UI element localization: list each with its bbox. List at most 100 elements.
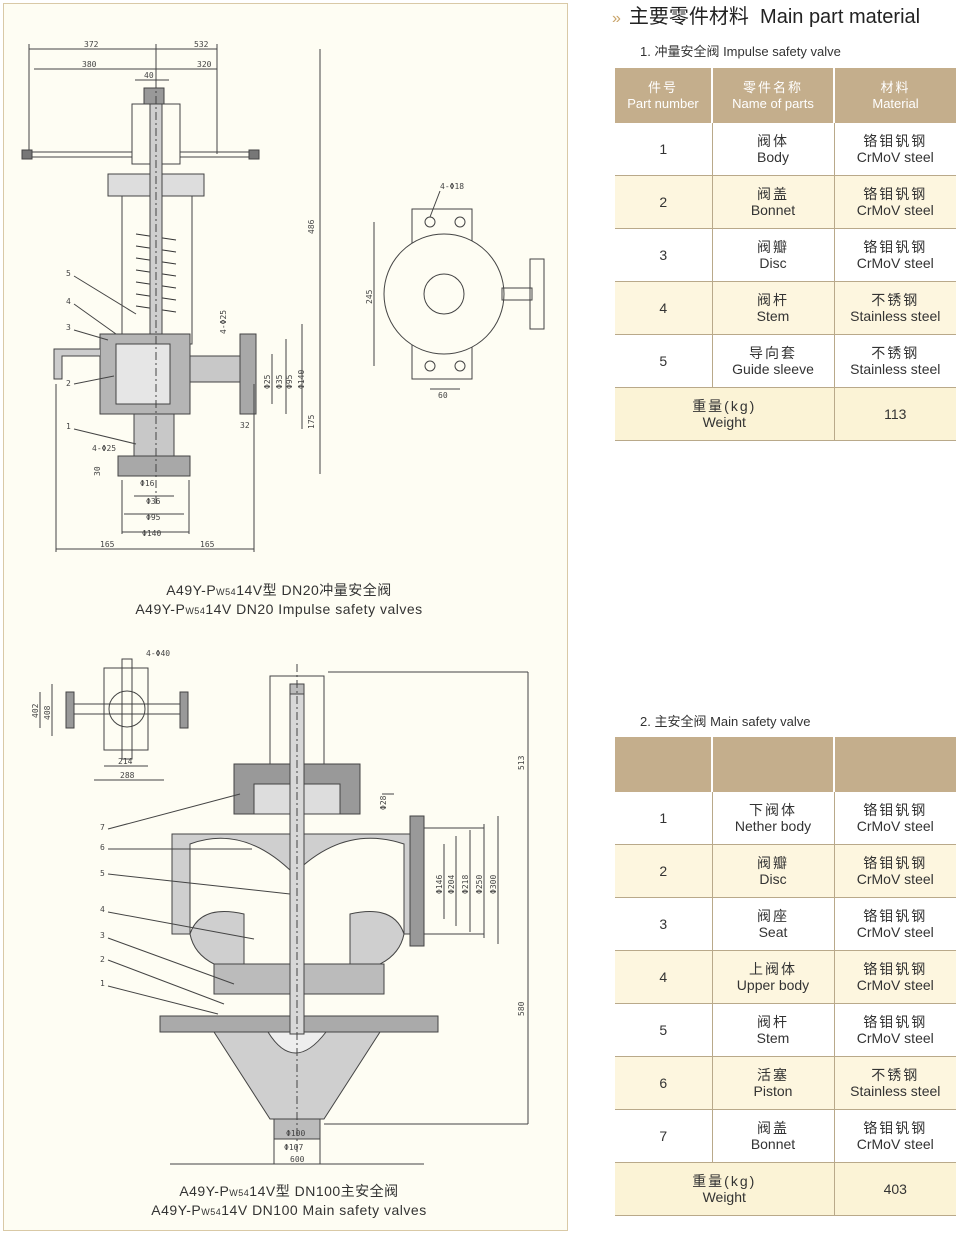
dim-486: 486 [307,219,316,234]
part-label-5: 5 [100,869,105,878]
dim-288: 288 [120,771,135,780]
part-label-2: 2 [100,955,105,964]
dim-phi100: Φ100 [286,1129,305,1138]
dim-532: 532 [194,40,209,49]
dim-372: 372 [84,40,99,49]
part-number-cell: 3 [615,228,713,282]
dim-380: 380 [82,60,97,69]
caption-impulse-valve: A49Y-PW5414V型 DN20冲量安全阀 A49Y-PW5414V DN2… [99,582,459,620]
dim-phi146: Φ146 [435,875,444,894]
impulse-subtitle: 1. 冲量安全阀 Impulse safety valve [640,44,841,59]
dim-402: 402 [31,703,40,718]
part-label-3: 3 [66,323,71,332]
part-label-7: 7 [100,823,105,832]
part-label-5: 5 [66,269,71,278]
caption-main-valve: A49Y-PW5414V型 DN100主安全阀 A49Y-PW5414V DN1… [99,1183,479,1221]
part-label-2: 2 [66,379,71,388]
dim-phi250: Φ250 [475,875,484,894]
dim-phi28: Φ28 [379,795,388,810]
dim-165-b: 165 [200,540,215,549]
part-label-4: 4 [100,905,105,914]
dim-phi16: Φ16 [140,479,155,488]
weight-label: 重量(kg)Weight [615,1162,835,1216]
dim-30: 30 [93,466,102,476]
caption-impulse-zh: A49Y-PW5414V型 DN20冲量安全阀 [166,582,392,598]
part-number-cell: 1 [615,792,713,845]
dim-600: 600 [290,1155,305,1164]
part-label-6: 6 [100,843,105,852]
part-number-cell: 5 [615,334,713,388]
dim-513: 513 [517,755,526,770]
part-number-cell: 4 [615,950,713,1004]
part-number-cell: 2 [615,175,713,229]
dim-320: 320 [197,60,212,69]
weight-row: 重量(kg)Weight 113 [615,387,956,441]
part-number-cell: 1 [615,123,713,176]
part-number-cell: 5 [615,1003,713,1057]
dim-165-a: 165 [100,540,115,549]
weight-label: 重量(kg)Weight [615,387,835,441]
double-chevron-icon: » [612,10,621,27]
weight-value: 113 [834,387,956,441]
dim-580: 580 [517,1001,526,1016]
dim-40: 40 [144,71,154,80]
main-subtitle: 2. 主安全阀 Main safety valve [640,714,811,729]
dim-phi95-b: Φ95 [146,513,161,522]
dim-408: 408 [43,705,52,720]
dim-phi107: Φ107 [284,1143,303,1152]
header-empty-2 [712,737,835,792]
caption-main-zh: A49Y-PW5414V型 DN100主安全阀 [179,1183,399,1199]
part-number-cell: 2 [615,844,713,898]
part-number-cell: 3 [615,897,713,951]
heading-zh: 主要零件材料 [628,6,749,28]
part-label-4: 4 [66,297,71,306]
part-number-cell: 6 [615,1056,713,1110]
header-empty-3 [834,737,956,792]
dim-4-phi25-b: 4-Φ25 [92,444,116,453]
caption-main-en: A49Y-PW5414V DN100 Main safety valves [151,1202,427,1218]
part-label-1: 1 [66,422,71,431]
part-label-3: 3 [100,931,105,940]
weight-row: 重量(kg)Weight 403 [615,1162,956,1216]
table-header-row [615,737,956,792]
dim-4-phi18: 4-Φ18 [440,182,464,191]
dim-phi95: Φ95 [285,374,294,389]
dim-4-phi40: 4-Φ40 [146,649,170,658]
dim-4-phi25-a: 4-Φ25 [219,310,228,334]
weight-value: 403 [834,1162,956,1216]
dim-phi140: Φ140 [297,370,306,389]
dim-phi25: Φ25 [263,374,272,389]
